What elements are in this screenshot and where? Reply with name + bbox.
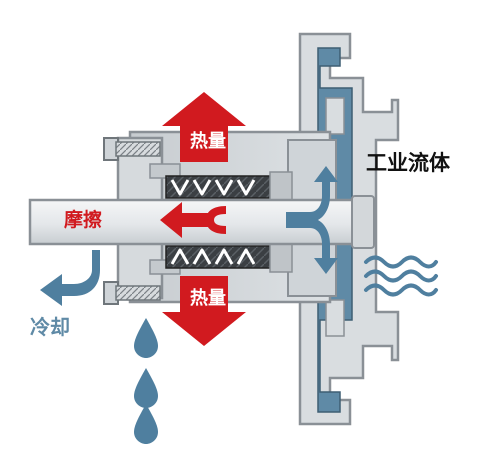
packing-rings — [165, 171, 293, 273]
gland-bolts — [103, 137, 161, 305]
heat-label-top: 热量 — [190, 130, 226, 152]
friction-label: 摩擦 — [64, 208, 102, 231]
heat-label-bottom: 热量 — [190, 287, 226, 309]
heat-arrow-down — [162, 276, 246, 346]
cooling-arrow-icon — [40, 250, 100, 306]
cooling-label: 冷却 — [30, 315, 70, 339]
water-drop-icons — [134, 318, 158, 444]
heat-arrow-up — [162, 92, 246, 162]
friction-arrow-icon — [160, 202, 226, 238]
industrial-fluid-label: 工业流体 — [366, 151, 451, 175]
flow-arrows-icon — [286, 166, 338, 274]
wave-lines-icon — [364, 255, 438, 297]
